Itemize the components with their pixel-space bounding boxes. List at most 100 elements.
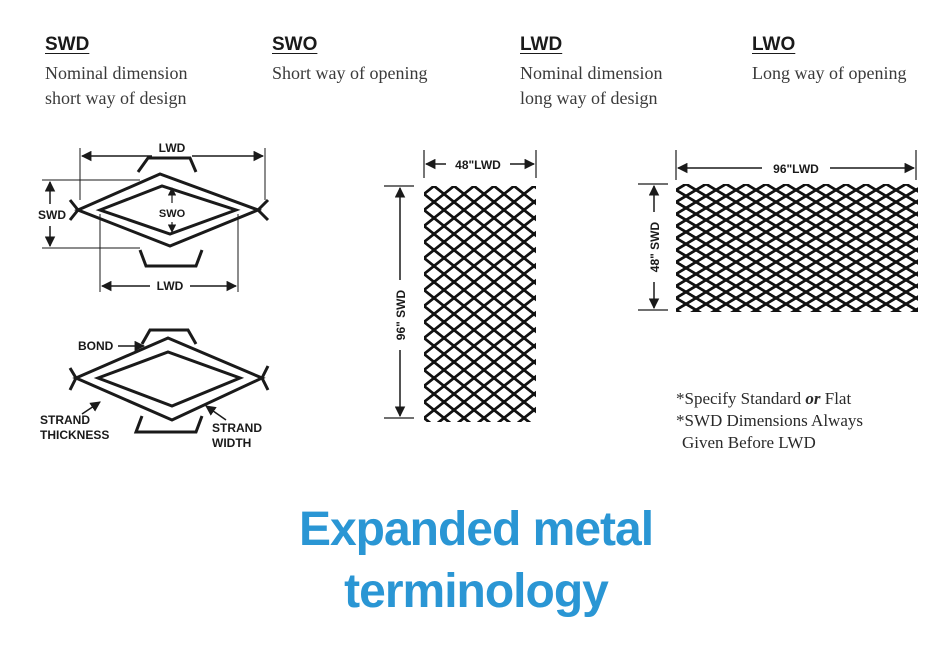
mesh-pattern-horizontal <box>646 172 952 328</box>
mesh-cell <box>756 316 776 328</box>
mesh-cell <box>936 184 952 196</box>
mesh-cell <box>903 236 918 252</box>
mesh-cell <box>913 307 918 312</box>
mesh-cell <box>753 218 779 234</box>
mesh-cell <box>753 242 779 258</box>
mesh-cell <box>703 236 729 252</box>
mesh-cell <box>723 212 749 228</box>
mesh-cell <box>856 316 876 328</box>
mesh-cell <box>471 320 497 340</box>
mesh-cell <box>424 408 447 422</box>
mesh-cell <box>823 236 849 252</box>
mesh-cell <box>501 376 527 396</box>
mesh-cell <box>723 260 749 276</box>
mesh-cell <box>870 308 882 312</box>
mesh-cell <box>683 284 709 300</box>
term-lwd: LWD Nominal dimension long way of design <box>520 34 663 111</box>
mesh-cell <box>926 298 946 310</box>
mesh-cell <box>501 186 527 204</box>
mesh-cell <box>676 290 699 306</box>
mesh-cell <box>713 206 739 222</box>
mesh-cell <box>703 296 729 312</box>
mesh-cell <box>491 256 517 276</box>
mesh-cell <box>723 272 749 288</box>
mesh-cell <box>656 172 676 184</box>
mesh-cell <box>676 218 699 234</box>
mesh-cell <box>656 316 676 328</box>
mesh-cell <box>823 224 849 240</box>
mesh-cell <box>850 308 862 312</box>
mesh-cell <box>676 296 679 300</box>
mesh-cell <box>646 286 666 298</box>
mesh-cell <box>501 344 527 364</box>
mesh-cell <box>863 260 889 276</box>
mesh-cell <box>676 302 699 312</box>
mesh-cell <box>803 200 829 216</box>
mesh-cell <box>441 392 467 412</box>
mesh-cell <box>770 308 782 312</box>
mesh-cell <box>424 360 447 380</box>
mesh-cell <box>676 236 689 252</box>
mesh-cell <box>783 284 809 300</box>
mesh-cell <box>424 272 437 292</box>
mesh-cell <box>431 304 457 324</box>
mesh-cell <box>544 202 564 218</box>
mesh-cell <box>783 188 809 204</box>
mesh-cell <box>521 312 536 332</box>
mesh-cell <box>521 248 536 268</box>
mesh-cell <box>491 208 517 228</box>
mesh-cell <box>511 272 536 292</box>
mesh-cell <box>903 212 918 228</box>
mesh-cell <box>690 308 702 312</box>
mesh-cell <box>843 184 869 192</box>
mesh-cell <box>531 262 536 270</box>
mesh-cell <box>431 352 457 372</box>
mesh-cell <box>461 328 487 348</box>
note-emphasis: or <box>805 389 821 408</box>
mesh-cell <box>823 184 829 186</box>
mesh-cell <box>501 408 527 422</box>
mesh-cell <box>461 264 487 284</box>
mesh-cell <box>703 200 729 216</box>
mesh-cell <box>461 312 487 332</box>
mesh-cell <box>753 206 779 222</box>
mesh-cell <box>893 194 918 210</box>
mesh-cell <box>733 184 759 198</box>
mesh-cell <box>451 186 477 196</box>
label-swd: SWD <box>38 208 66 222</box>
mesh-cell <box>793 206 819 222</box>
mesh-cell <box>683 188 709 204</box>
mesh-cell <box>424 264 447 284</box>
mesh-cell <box>713 290 739 306</box>
mesh-cell <box>773 218 799 234</box>
mesh-cell <box>833 254 859 270</box>
mesh-cell <box>424 296 447 316</box>
mesh-cell <box>913 295 918 301</box>
label-strand-width-2: WIDTH <box>212 436 251 450</box>
mesh-cell <box>676 188 679 192</box>
mesh-cell <box>916 172 936 184</box>
mesh-cell <box>424 392 447 412</box>
mesh-cell <box>863 296 889 312</box>
mesh-cell <box>501 248 527 268</box>
mesh-cell <box>424 224 437 244</box>
mesh-cell <box>451 304 477 324</box>
mesh-cell <box>424 376 447 396</box>
mesh-cell <box>836 316 856 328</box>
mesh-cell <box>863 224 889 240</box>
mesh-cell <box>893 184 918 198</box>
mesh-cell <box>783 184 809 192</box>
mesh-cell <box>451 256 477 276</box>
mesh-cell <box>424 280 447 300</box>
mesh-cell <box>873 218 899 234</box>
mesh-cell <box>790 308 802 312</box>
mesh-cell <box>843 184 849 186</box>
mesh-cell <box>830 308 842 312</box>
mesh-cell <box>531 278 536 286</box>
mesh-cell <box>803 184 829 192</box>
mesh-cell <box>431 336 457 356</box>
mesh-cell <box>544 362 564 378</box>
mesh-cell <box>743 284 769 300</box>
mesh-cell <box>481 344 507 364</box>
mesh-cell <box>833 184 859 198</box>
